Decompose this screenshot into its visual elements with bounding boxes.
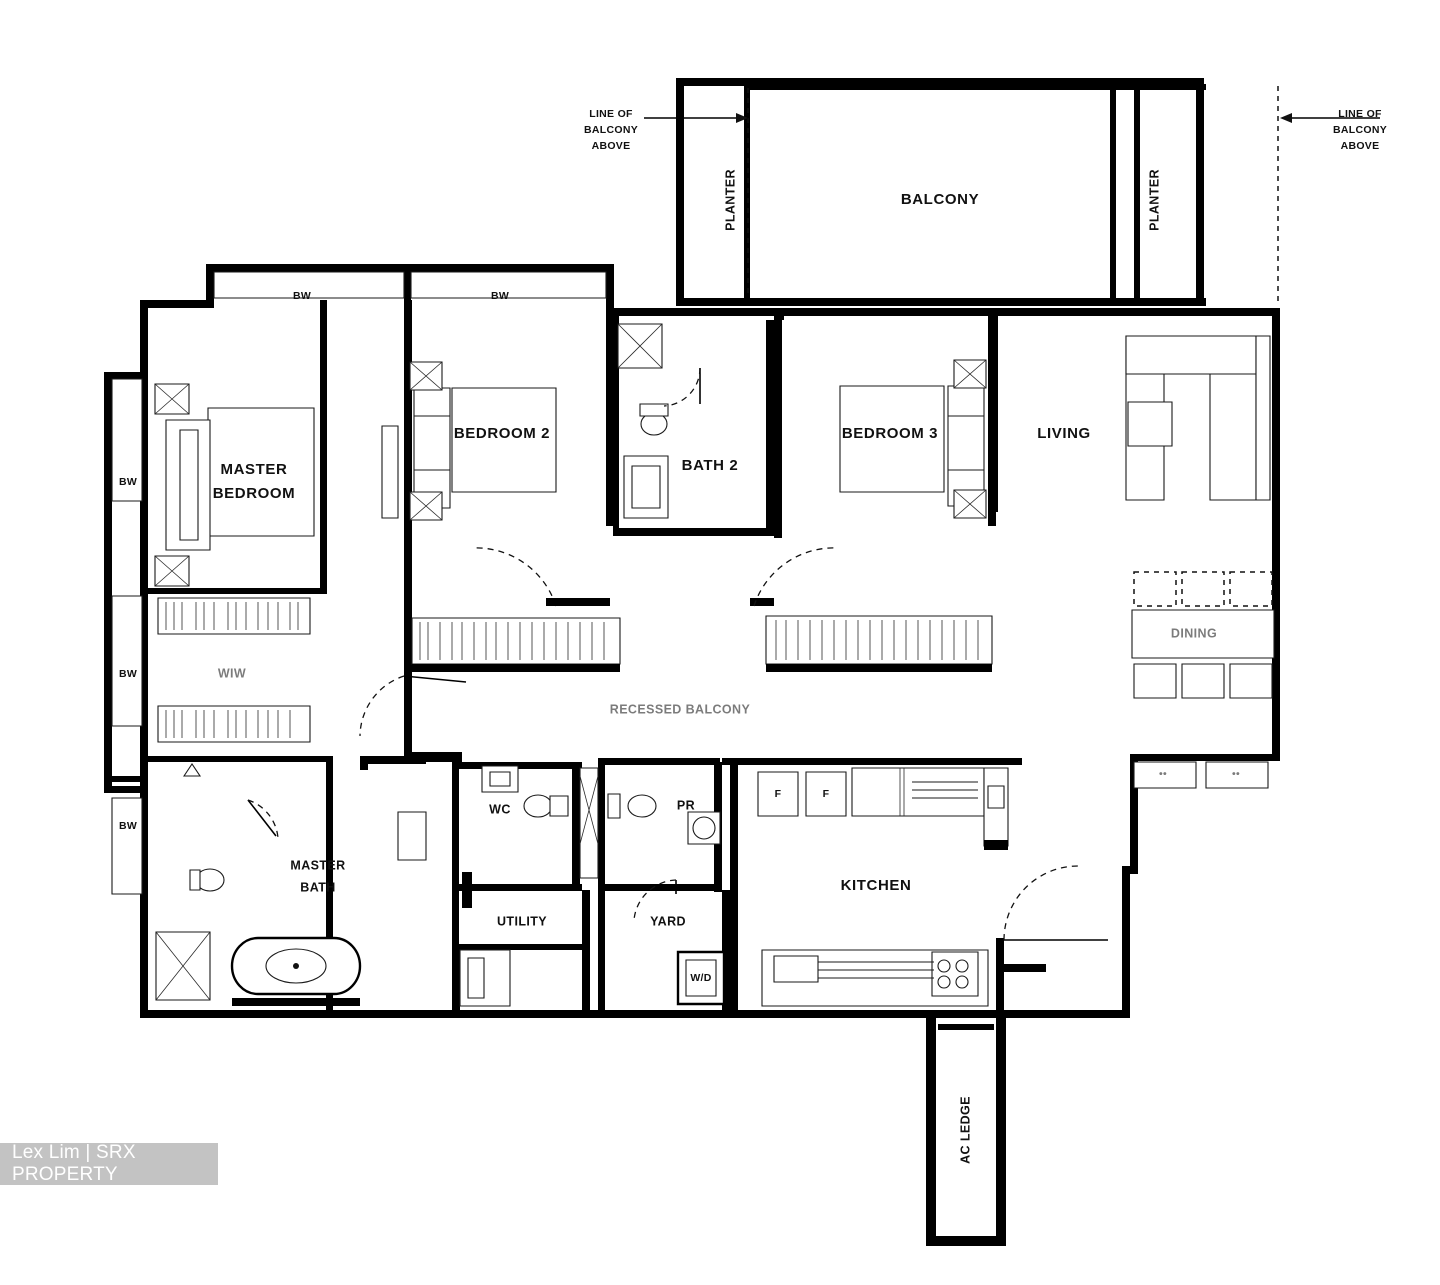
entry-unit-left: •• bbox=[1159, 768, 1167, 780]
balcony-above-note-left-line3: ABOVE bbox=[592, 140, 631, 152]
fridge-1-label: F bbox=[775, 788, 782, 800]
dining-room: DINING •• •• bbox=[1131, 571, 1275, 789]
wc-room: WC bbox=[452, 762, 582, 908]
washer-dryer-label: W/D bbox=[690, 972, 711, 984]
planter-left-label: PLANTER bbox=[723, 169, 737, 231]
bay-window-master-label: BW bbox=[119, 476, 137, 488]
master-bedroom: BW BW BW MASTER BEDROOM bbox=[111, 300, 327, 895]
pr-room: PR bbox=[579, 758, 722, 892]
planter-right-label: PLANTER bbox=[1147, 169, 1161, 231]
walk-in-wardrobe: WIW bbox=[140, 597, 330, 762]
balcony-above-note-right-line2: BALCONY bbox=[1333, 124, 1387, 136]
bay-windows-top: BW BW bbox=[213, 271, 607, 302]
bedroom-3-label: BEDROOM 3 bbox=[842, 425, 938, 442]
master-bath-label-line2: BATH bbox=[300, 880, 335, 894]
bedroom-2: BEDROOM 2 bbox=[359, 300, 621, 764]
balcony-above-note-left-line2: BALCONY bbox=[584, 124, 638, 136]
wc-label: WC bbox=[489, 802, 511, 816]
unit-outline bbox=[104, 264, 1280, 1018]
utility-label: UTILITY bbox=[497, 914, 547, 928]
dining-label: DINING bbox=[1171, 626, 1217, 640]
recessed-balcony-zone: RECESSED BALCONY bbox=[610, 702, 751, 716]
fridge-2-label: F bbox=[823, 788, 830, 800]
watermark-srx-property: Lex Lim | SRX PROPERTY bbox=[0, 1142, 218, 1185]
bay-window-top-right-label: BW bbox=[491, 290, 509, 302]
utility-room: UTILITY bbox=[452, 890, 590, 1018]
yard-room: W/D YARD bbox=[598, 879, 730, 1018]
kitchen-label: KITCHEN bbox=[841, 877, 912, 894]
balcony-label: BALCONY bbox=[901, 191, 979, 208]
master-bath: MASTER BATH bbox=[155, 756, 427, 1018]
bedroom-2-label: BEDROOM 2 bbox=[454, 425, 550, 442]
bath-2-label: BATH 2 bbox=[682, 457, 739, 474]
master-bath-label-line1: MASTER bbox=[290, 858, 345, 872]
bay-window-masterbath-label: BW bbox=[119, 820, 137, 832]
yard-label: YARD bbox=[650, 914, 686, 928]
structural-details bbox=[104, 316, 1280, 782]
wiw-label: WIW bbox=[218, 666, 246, 680]
pr-label: PR bbox=[677, 798, 695, 812]
ac-ledge: AC LEDGE bbox=[926, 1016, 1006, 1246]
bay-window-top-left-label: BW bbox=[293, 290, 311, 302]
bath-2: BATH 2 bbox=[613, 316, 774, 536]
entry-unit-right: •• bbox=[1232, 768, 1240, 780]
kitchen: F F KITCHEN bbox=[722, 758, 1108, 1016]
balcony-above-note-right-line3: ABOVE bbox=[1341, 140, 1380, 152]
living-room: LIVING bbox=[1037, 335, 1271, 501]
master-bedroom-label-line1: MASTER bbox=[221, 461, 288, 478]
bay-window-wiw-label: BW bbox=[119, 668, 137, 680]
recessed-balcony-label: RECESSED BALCONY bbox=[610, 702, 751, 716]
master-bedroom-label-line2: BEDROOM bbox=[213, 485, 296, 502]
balcony-above-note-left-line1: LINE OF bbox=[589, 108, 633, 120]
living-label: LIVING bbox=[1037, 425, 1091, 442]
balcony-zone: BALCONY PLANTER PLANTER LINE OF BALCONY … bbox=[584, 78, 1387, 306]
balcony-above-note-right-line1: LINE OF bbox=[1338, 108, 1382, 120]
ac-ledge-label: AC LEDGE bbox=[958, 1096, 972, 1164]
